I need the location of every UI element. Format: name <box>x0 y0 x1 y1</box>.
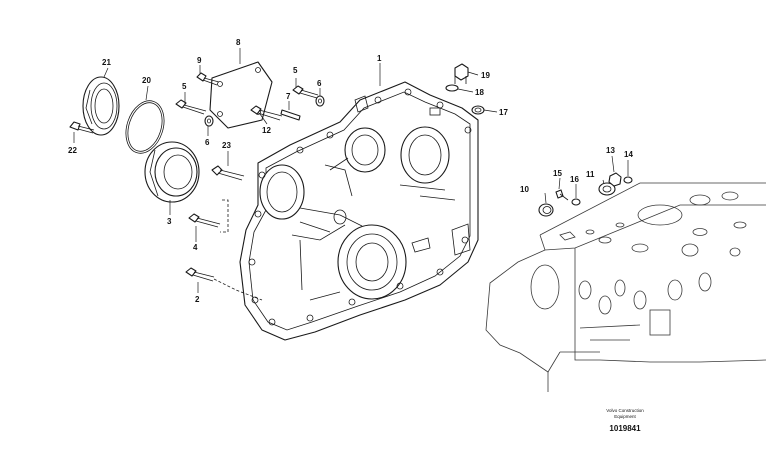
drawing-number: 1019841 <box>609 424 641 433</box>
callout-5b: 5 <box>293 66 298 75</box>
callout-16: 16 <box>570 175 579 184</box>
callout-7: 7 <box>286 92 291 101</box>
callout-12: 12 <box>262 126 271 135</box>
seal-carrier <box>82 76 120 136</box>
callout-6b: 6 <box>317 79 322 88</box>
callout-19: 19 <box>481 71 490 80</box>
callout-1: 1 <box>377 54 382 63</box>
callout-20: 20 <box>142 76 151 85</box>
flange-holes <box>248 88 472 326</box>
fasteners <box>69 63 633 301</box>
o-ring <box>125 100 165 154</box>
callout-2: 2 <box>195 295 200 304</box>
callout-6a: 6 <box>205 138 210 147</box>
callout-3: 3 <box>167 217 172 226</box>
callout-13: 13 <box>606 146 615 155</box>
callout-21: 21 <box>102 58 111 67</box>
brand-line-2: Equipment <box>614 414 636 419</box>
callout-18: 18 <box>475 88 484 97</box>
callout-4: 4 <box>193 243 198 252</box>
drawing-footer: Volvo Construction Equipment 1019841 <box>606 408 644 433</box>
callout-23: 23 <box>222 141 231 150</box>
brand-line-1: Volvo Construction <box>606 408 644 413</box>
callout-11: 11 <box>586 170 595 179</box>
timing-gear-casing <box>239 81 479 341</box>
oil-seal <box>144 141 200 203</box>
callout-8: 8 <box>236 38 241 47</box>
leader-lines <box>73 48 629 293</box>
callout-17: 17 <box>499 108 508 117</box>
callout-10: 10 <box>520 185 529 194</box>
callout-22: 22 <box>68 146 77 155</box>
engine-block <box>485 182 766 392</box>
callout-5a: 5 <box>182 82 187 91</box>
callout-14: 14 <box>624 150 633 159</box>
callout-15: 15 <box>553 169 562 178</box>
callout-9: 9 <box>197 56 202 65</box>
callout-labels: 1 2 3 4 5 5 6 6 7 8 9 10 11 12 13 14 15 … <box>68 38 633 304</box>
